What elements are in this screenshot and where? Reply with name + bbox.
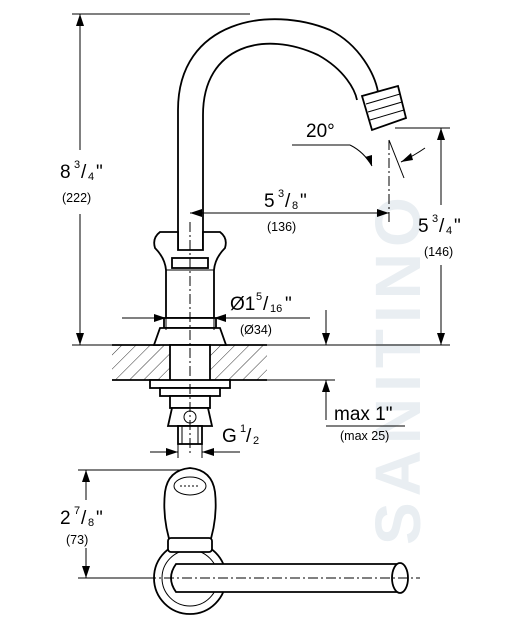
- svg-text:": ": [285, 294, 292, 315]
- svg-text:16: 16: [270, 303, 282, 315]
- svg-text:4: 4: [446, 225, 452, 237]
- label-plan-depth: 2 7 / 8 " (73): [60, 505, 103, 547]
- label-thread: G 1 / 2: [222, 423, 259, 447]
- label-spout-height: 5 3 / 4 " (146): [418, 213, 461, 259]
- svg-text:G: G: [222, 426, 237, 447]
- svg-text:/: /: [81, 508, 87, 529]
- svg-text:3: 3: [432, 213, 438, 225]
- svg-text:2: 2: [253, 435, 259, 447]
- svg-text:/: /: [246, 426, 252, 447]
- svg-text:/: /: [81, 162, 87, 183]
- svg-text:7: 7: [74, 505, 80, 517]
- svg-text:5: 5: [418, 216, 429, 237]
- label-spout-reach: 5 3 / 8 " (136): [264, 188, 307, 234]
- watermark-text: SANITINO: [362, 191, 434, 545]
- svg-text:2: 2: [60, 508, 71, 529]
- svg-text:Ø1: Ø1: [230, 294, 255, 315]
- svg-text:5: 5: [264, 191, 275, 212]
- svg-text:(222): (222): [62, 191, 91, 205]
- faucet-plan-view: [78, 467, 420, 615]
- faucet-body: [153, 231, 227, 319]
- svg-text:": ": [96, 162, 103, 183]
- spout-outer: [177, 18, 379, 250]
- label-spout-angle: 20°: [306, 121, 335, 142]
- svg-text:": ": [300, 191, 307, 212]
- svg-text:/: /: [439, 216, 445, 237]
- dimension-labels: 8 3 / 4 " (222) 5 3 / 8 " (136) 5 3 / 4 …: [60, 121, 461, 547]
- svg-text:4: 4: [88, 171, 94, 183]
- svg-text:3: 3: [74, 159, 80, 171]
- svg-text:8: 8: [60, 162, 71, 183]
- svg-text:(max 25): (max 25): [340, 429, 389, 443]
- plan-handle: [163, 467, 217, 549]
- spout-inner: [202, 42, 358, 250]
- svg-text:5: 5: [256, 291, 262, 303]
- spout-tip: [360, 84, 408, 132]
- dimension-lines: [72, 13, 450, 458]
- svg-text:": ": [96, 508, 103, 529]
- faucet-side-view: [112, 18, 408, 456]
- label-total-height: 8 3 / 4 " (222): [60, 159, 103, 205]
- label-mount-thickness: max 1" (max 25): [334, 404, 392, 443]
- svg-text:(136): (136): [267, 220, 296, 234]
- svg-text:3: 3: [278, 188, 284, 200]
- svg-text:1: 1: [240, 423, 246, 435]
- svg-text:max 1": max 1": [334, 404, 392, 425]
- svg-text:(146): (146): [424, 245, 453, 259]
- svg-text:(73): (73): [66, 533, 88, 547]
- svg-text:/: /: [263, 294, 269, 315]
- svg-text:": ": [454, 216, 461, 237]
- svg-text:/: /: [285, 191, 291, 212]
- svg-text:(Ø34): (Ø34): [240, 323, 272, 337]
- label-body-diameter: Ø1 5 / 16 " (Ø34): [230, 291, 292, 337]
- svg-text:8: 8: [292, 200, 298, 212]
- svg-text:8: 8: [88, 517, 94, 529]
